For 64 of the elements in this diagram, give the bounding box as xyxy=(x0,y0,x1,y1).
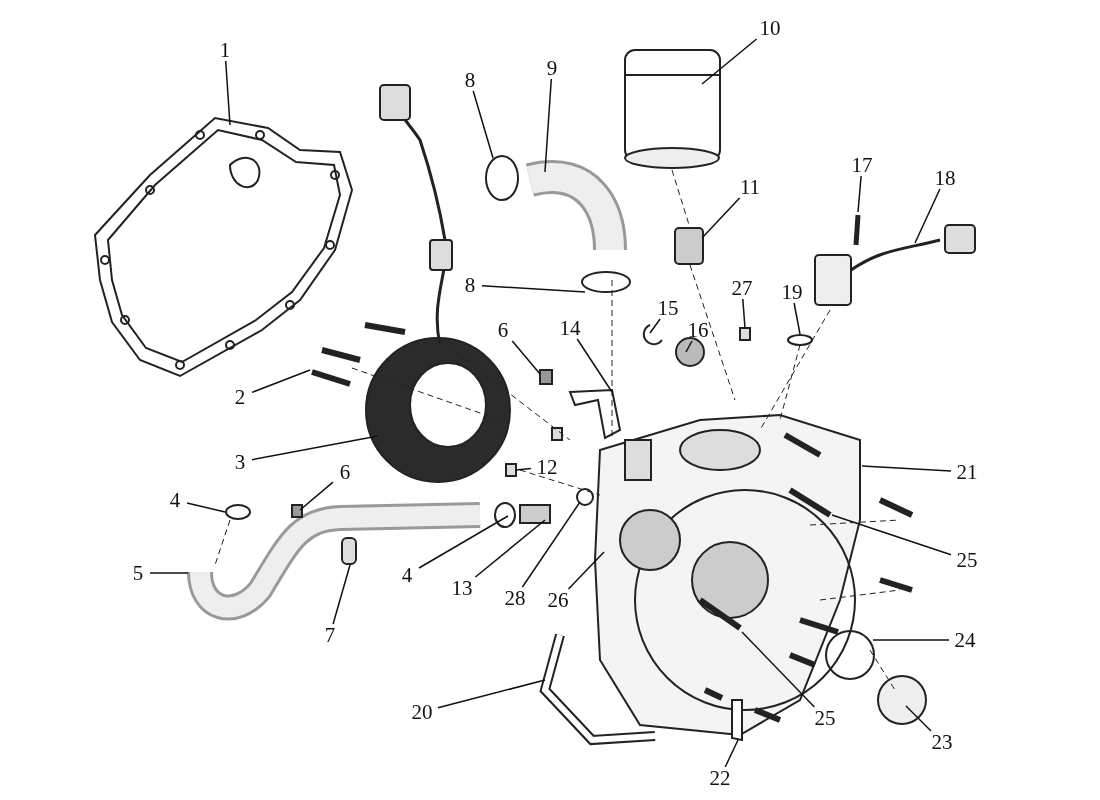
leader-line xyxy=(701,197,741,239)
leader-line xyxy=(437,679,546,709)
callout-number: 8 xyxy=(464,69,476,91)
leader-line xyxy=(567,551,605,590)
callout-number: 11 xyxy=(739,176,761,198)
leader-line xyxy=(914,188,941,244)
callout-number: 21 xyxy=(956,461,978,483)
leader-line xyxy=(724,739,739,768)
leader-line xyxy=(299,481,334,511)
callout-number: 2 xyxy=(234,386,246,408)
leader-line xyxy=(576,338,613,393)
callout-number: 24 xyxy=(954,629,976,651)
leader-line xyxy=(649,318,661,334)
callout-number: 25 xyxy=(956,549,978,571)
leader-line xyxy=(515,467,532,471)
callout-number: 17 xyxy=(851,154,873,176)
callout-number: 23 xyxy=(931,731,953,753)
leader-line xyxy=(332,564,351,625)
leader-line xyxy=(701,38,758,85)
leader-line xyxy=(418,515,509,569)
callout-number: 1 xyxy=(219,39,231,61)
leader-line xyxy=(149,572,189,574)
leader-line xyxy=(186,502,226,513)
leader-line xyxy=(741,631,816,708)
callout-number: 25 xyxy=(814,707,836,729)
leader-line xyxy=(481,284,586,293)
callout-number: 6 xyxy=(339,461,351,483)
callout-number: 5 xyxy=(132,562,144,584)
leader-line xyxy=(831,514,952,556)
leader-line xyxy=(474,519,546,578)
callout-number: 20 xyxy=(411,701,433,723)
leader-line xyxy=(521,501,581,588)
callout-number: 10 xyxy=(759,17,781,39)
leader-line xyxy=(472,90,494,159)
callout-number: 26 xyxy=(547,589,569,611)
callout-number: 8 xyxy=(464,274,476,296)
callout-number: 4 xyxy=(401,564,413,586)
leader-line xyxy=(544,78,553,173)
callout-number: 28 xyxy=(504,587,526,609)
leader-line xyxy=(793,302,801,335)
leader-line xyxy=(857,175,862,213)
leader-line xyxy=(251,435,379,461)
leader-line xyxy=(685,340,693,353)
leader-line xyxy=(905,705,932,732)
leader-line xyxy=(742,298,746,329)
leader-line xyxy=(872,639,950,641)
callout-number: 4 xyxy=(169,489,181,511)
callout-number: 9 xyxy=(546,57,558,79)
callout-number: 15 xyxy=(657,297,679,319)
callout-number: 6 xyxy=(497,319,509,341)
leader-line xyxy=(861,465,952,472)
callout-number: 18 xyxy=(934,167,956,189)
callout-number: 16 xyxy=(687,319,709,341)
callout-number: 14 xyxy=(559,317,581,339)
callout-number: 19 xyxy=(781,281,803,303)
leader-line xyxy=(251,369,311,394)
callout-number: 12 xyxy=(536,456,558,478)
leader-line xyxy=(511,340,541,375)
callout-number: 22 xyxy=(709,767,731,789)
callout-number: 27 xyxy=(731,277,753,299)
callout-number: 7 xyxy=(324,624,336,646)
callout-number: 3 xyxy=(234,451,246,473)
leader-line xyxy=(224,60,231,126)
callout-number: 13 xyxy=(451,577,473,599)
